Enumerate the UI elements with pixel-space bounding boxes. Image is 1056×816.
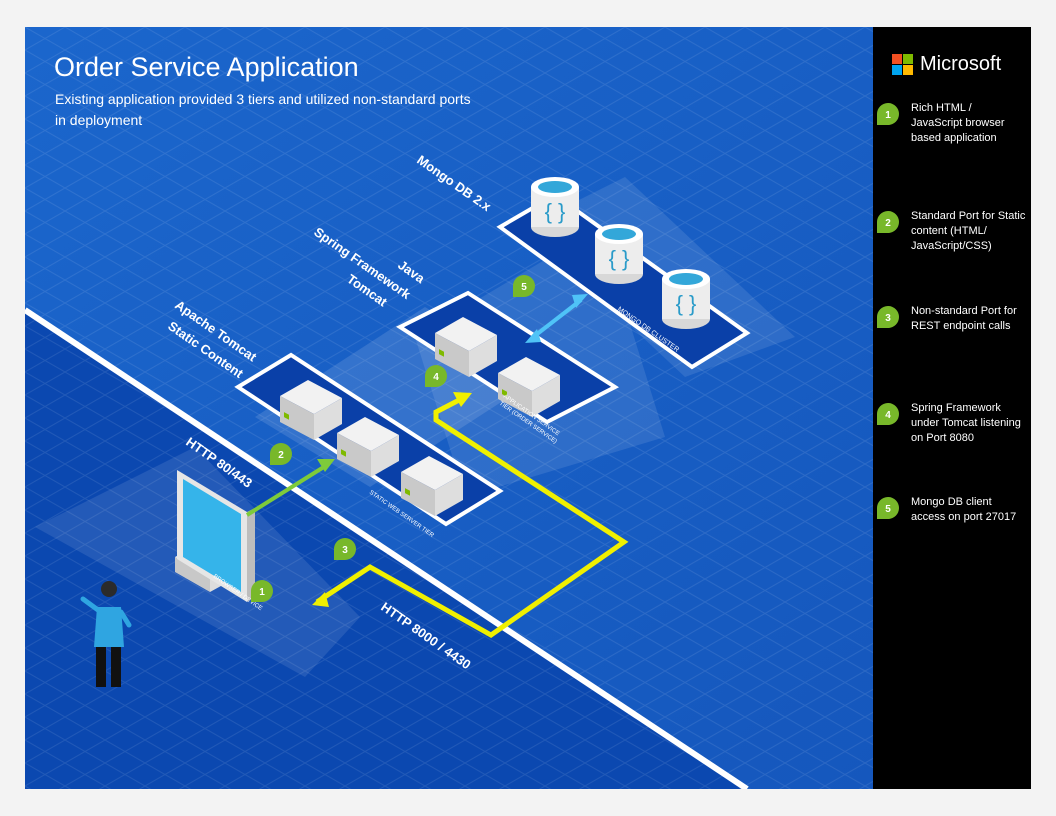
legend-sidebar: Microsoft 1 Rich HTML / JavaScript brows… — [873, 27, 1031, 789]
legend-marker-icon: 5 — [877, 497, 899, 519]
database-icon — [531, 177, 579, 237]
brand-name: Microsoft — [920, 53, 1002, 75]
page-subtitle: Existing application provided 3 tiers an… — [55, 91, 471, 128]
legend-marker-icon: 1 — [877, 103, 899, 125]
static-connection-arrow — [245, 459, 335, 517]
user-person-icon — [80, 581, 132, 687]
svg-text:4: 4 — [433, 372, 439, 383]
legend-text: Non-standard Port for REST endpoint call… — [911, 305, 1017, 332]
zone-divider-line — [25, 307, 749, 789]
database-icon — [595, 224, 643, 284]
legend-marker-icon: 4 — [877, 403, 899, 425]
marker-2: 2 — [270, 443, 292, 465]
svg-text:2: 2 — [278, 450, 284, 461]
diagram-frame: { } MONGO DB CLUSTER Mongo DB 2.x — [25, 27, 1031, 789]
legend-text: Standard Port for Static content (HTML/ … — [911, 210, 1026, 252]
logo-square-red — [892, 54, 902, 64]
marker-3: 3 — [334, 538, 356, 560]
logo-square-yellow — [903, 65, 913, 75]
logo-square-blue — [892, 65, 902, 75]
browser-device: BROWSER / DEVICE — [175, 470, 263, 612]
marker-1: 1 — [251, 580, 273, 602]
rest-connection-arrow — [312, 392, 629, 638]
svg-text:5: 5 — [885, 504, 891, 515]
page-title: Order Service Application — [54, 52, 359, 82]
legend-marker-icon: 3 — [877, 306, 899, 328]
database-icon — [662, 269, 710, 329]
legend-text: Spring Framework under Tomcat listening … — [911, 402, 1021, 444]
svg-text:2: 2 — [885, 218, 891, 229]
logo-square-green — [903, 54, 913, 64]
svg-text:1: 1 — [885, 110, 891, 121]
marker-4: 4 — [425, 365, 447, 387]
svg-text:3: 3 — [885, 313, 891, 324]
legend-marker-icon: 2 — [877, 211, 899, 233]
svg-text:3: 3 — [342, 545, 348, 556]
legend-text: Rich HTML / JavaScript browser based app… — [911, 102, 1005, 144]
legend-text: Mongo DB client access on port 27017 — [911, 496, 1017, 523]
svg-text:5: 5 — [521, 282, 527, 293]
svg-text:1: 1 — [259, 587, 265, 598]
architecture-diagram: { } MONGO DB CLUSTER Mongo DB 2.x — [25, 27, 873, 789]
marker-5: 5 — [513, 275, 535, 297]
db-connection-arrow — [525, 294, 588, 343]
svg-text:4: 4 — [885, 410, 891, 421]
